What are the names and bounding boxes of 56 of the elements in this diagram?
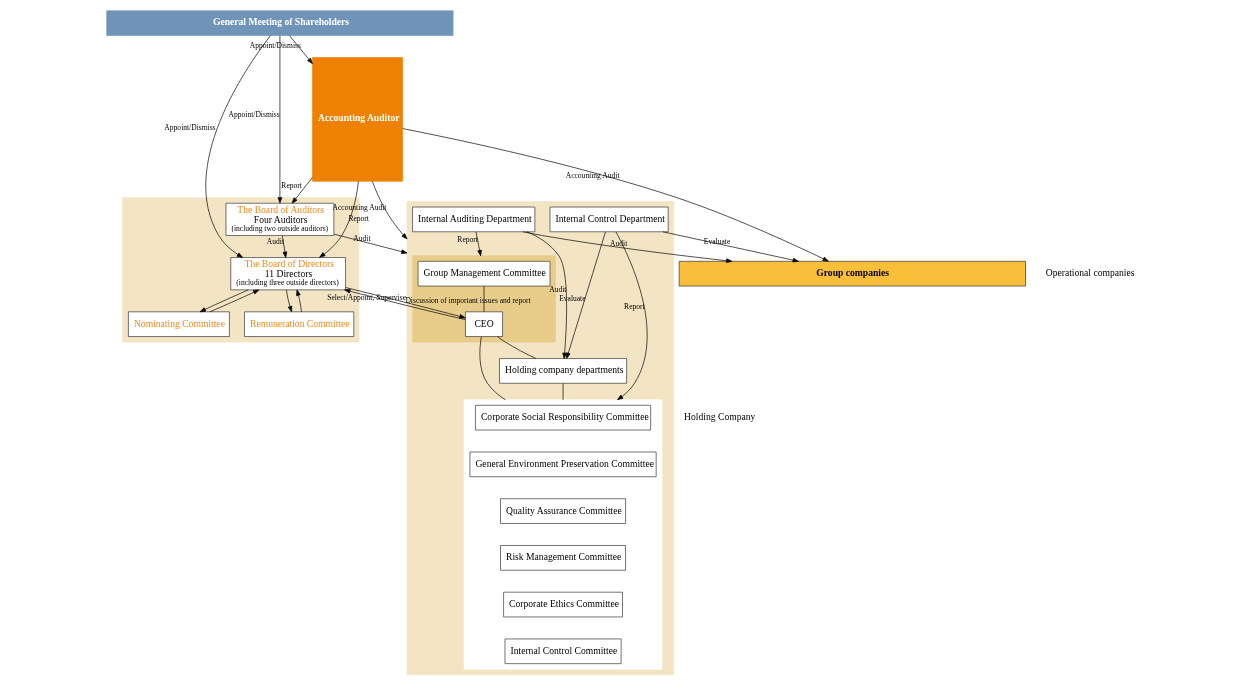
arrow [295,289,302,313]
arrow [288,35,313,64]
arrow [318,181,359,258]
arrow [565,231,606,359]
node-box: General Meeting of Shareholders [105,10,453,36]
node-box: Quality Assurance Committee [499,498,626,524]
arrow [199,289,249,313]
edge-label: Report [347,214,369,224]
node-box: Corporate Ethics Committee [502,591,623,618]
node-box: Internal Control Department [549,206,669,233]
edge-label: Audit [609,239,627,249]
arrow [526,231,567,359]
arrow [277,35,282,204]
arrow [615,231,647,401]
edge-label: Appoint/Dismiss [249,40,301,50]
edge-label: Audit [352,234,371,244]
arrow [401,128,829,262]
node-box: Remuneration Committee [243,311,354,337]
node-box: The Board of Auditors Four Auditors (including two outside auditors) [225,202,334,236]
arrow [209,289,259,313]
edge-label: Evaluate [703,237,730,247]
arrow [333,233,407,254]
arrow [291,177,313,204]
cluster [463,399,662,670]
node-box: General Environment Preservation Committee [469,451,656,478]
connector [479,336,506,401]
node-box: Internal Auditing Department [411,206,535,233]
node-box: Accounting Auditor [311,57,403,182]
label: Holding Company [683,411,755,423]
edge-label: Audit [266,237,284,247]
node-box: CEO [464,311,503,337]
cluster [406,201,674,675]
edge-label: Appoint/Dismiss [228,110,280,120]
edge-label: Report [623,301,645,311]
arrow [281,235,287,258]
node-box: Group Management Committee [417,260,550,287]
arrow [475,231,482,257]
edge-label: Report [456,234,478,244]
node-box: Risk Management Committee [499,545,626,571]
edge-label: Report [280,181,302,191]
node-box: Internal Control Committee [504,638,621,664]
connector [496,336,536,359]
label: Operational companies [1045,267,1135,279]
arrow [662,231,799,263]
arrow [522,231,732,263]
node-box: Nominating Committee [127,311,230,337]
arrow [285,289,292,313]
arrow [205,35,271,258]
arrow [371,181,407,240]
edge-label: Appoint/Dismiss [163,123,216,133]
node-box: Corporate Social Responsibility Committee [474,404,651,431]
node-box: The Board of Directors 11 Directors (including three outside directors) [229,257,346,291]
edge-label: Accounting Audit [332,202,386,212]
node-box: Holding company departments [498,358,627,384]
edge-label: Accounting Audit [565,170,620,180]
edge-label: Audit [548,285,566,295]
